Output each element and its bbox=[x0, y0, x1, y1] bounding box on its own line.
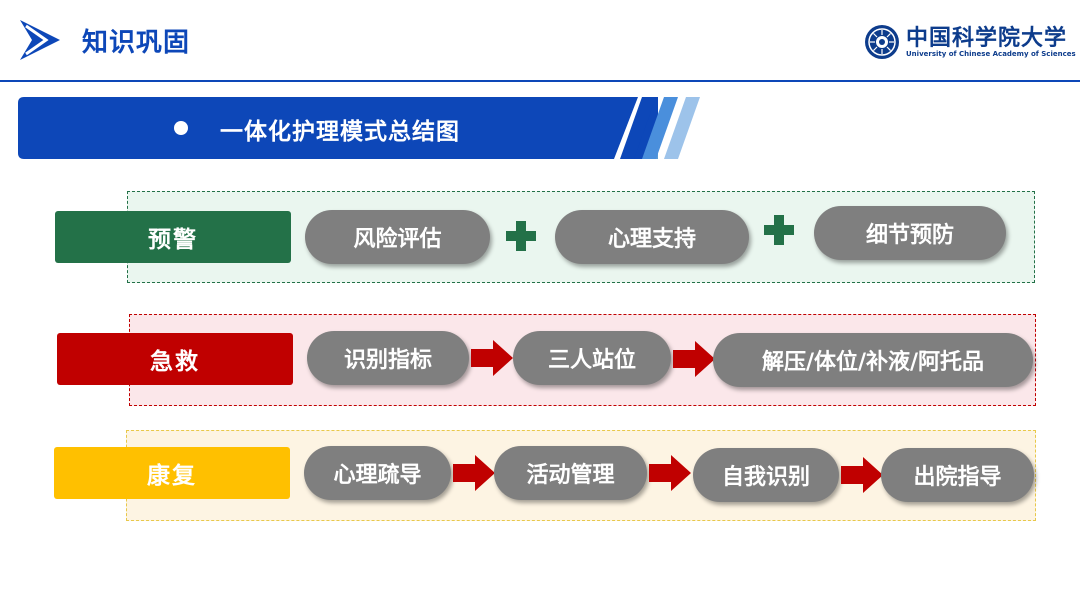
recovery-tag: 康复 bbox=[54, 447, 290, 499]
warning-tag: 预警 bbox=[55, 211, 291, 263]
arrow-right-icon bbox=[453, 455, 495, 491]
step-decompression-measures: 解压/体位/补液/阿托品 bbox=[713, 333, 1033, 387]
step-identify-indicators: 识别指标 bbox=[307, 331, 469, 385]
rescue-tag: 急救 bbox=[57, 333, 293, 385]
step-three-person-position: 三人站位 bbox=[513, 331, 671, 385]
banner-stripes bbox=[620, 97, 700, 159]
plus-icon bbox=[764, 215, 794, 245]
banner-bullet bbox=[174, 121, 188, 135]
arrow-right-icon bbox=[841, 457, 883, 493]
step-self-recognition: 自我识别 bbox=[693, 448, 839, 502]
step-detail-prevention: 细节预防 bbox=[814, 206, 1006, 260]
step-psychological-support: 心理支持 bbox=[555, 210, 749, 264]
arrow-right-icon bbox=[649, 455, 691, 491]
page-title: 知识巩固 bbox=[82, 28, 191, 58]
header-divider bbox=[0, 80, 1080, 82]
step-activity-management: 活动管理 bbox=[494, 446, 647, 500]
step-psychological-counseling: 心理疏导 bbox=[304, 446, 451, 500]
university-name-en: University of Chinese Academy of Science… bbox=[906, 50, 1076, 58]
university-emblem-icon bbox=[865, 25, 899, 59]
step-risk-assessment: 风险评估 bbox=[305, 210, 490, 264]
chevron-logo-icon bbox=[20, 20, 60, 60]
arrow-right-icon bbox=[471, 340, 513, 376]
step-discharge-guidance: 出院指导 bbox=[881, 448, 1034, 502]
plus-icon bbox=[506, 221, 536, 251]
arrow-right-icon bbox=[673, 341, 715, 377]
banner-title: 一体化护理模式总结图 bbox=[220, 119, 460, 145]
university-name-cn: 中国科学院大学 bbox=[906, 25, 1068, 51]
